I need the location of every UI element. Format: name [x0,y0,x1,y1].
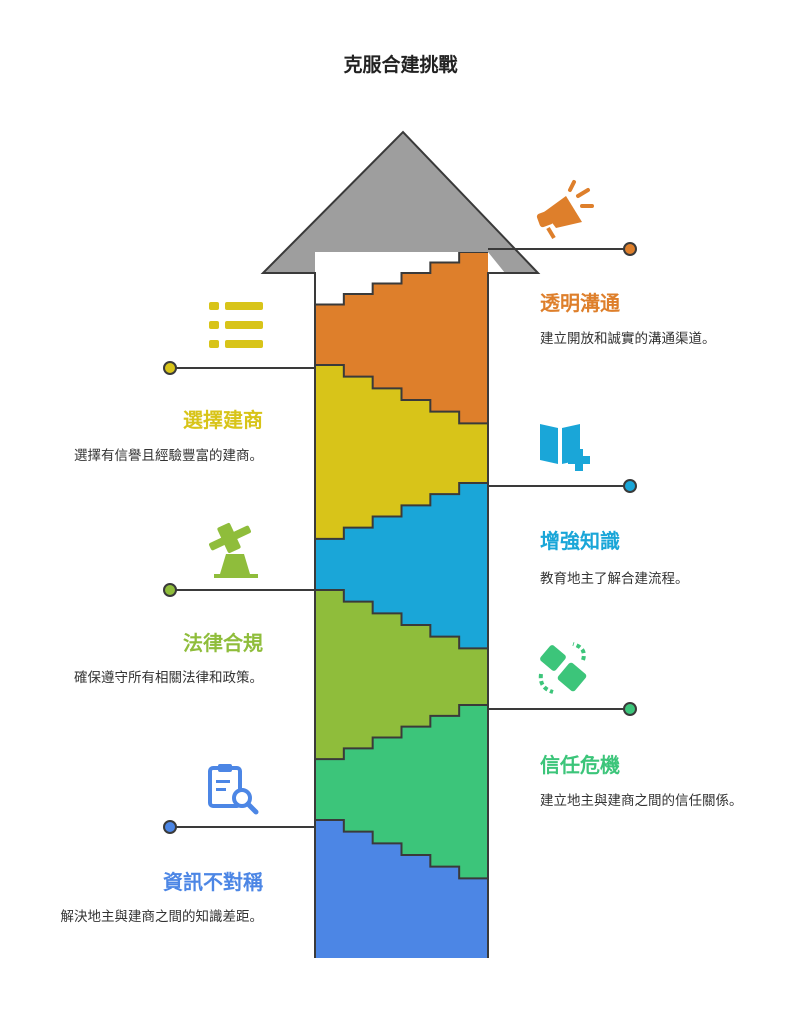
stair-line [314,704,488,770]
step-desc-trust-crisis: 建立地主與建商之間的信任關係。 [540,793,743,809]
arrow-band [315,252,488,435]
stair-line [314,251,488,315]
arrow-band [315,365,488,550]
stair-line [315,589,489,660]
step-label-choose-developer: 選擇建商 [183,408,263,432]
stair-line [315,364,489,435]
megaphone-icon [536,180,594,240]
step-label-trust-crisis: 信任危機 [540,753,620,777]
step-desc-enhance-knowledge: 教育地主了解合建流程。 [540,571,689,587]
stair-line [315,819,489,890]
connector-dot [623,702,637,716]
connector-dot [163,820,177,834]
list-icon [209,302,263,348]
connector-dot [623,242,637,256]
connector-dot [163,583,177,597]
handshake-icon [538,642,587,694]
arrow-outline [260,130,541,958]
clipboard-search-icon [208,764,259,815]
step-desc-legal-compliance: 確保遵守所有相關法律和政策。 [74,670,263,686]
step-desc-choose-developer: 選擇有信譽且經驗豐富的建商。 [74,448,263,464]
connector-dot [163,361,177,375]
step-label-transparent-communication: 透明溝通 [540,291,620,315]
step-label-enhance-knowledge: 增強知識 [540,529,620,553]
step-label-legal-compliance: 法律合規 [183,631,263,655]
arrow-head [263,132,538,273]
stair-line [314,482,488,550]
connector-dot [623,479,637,493]
gavel-icon [209,523,258,578]
step-label-information-asymmetry: 資訊不對稱 [163,870,263,894]
arrow-band [315,820,488,958]
arrow-band [315,483,488,660]
step-desc-information-asymmetry: 解決地主與建商之間的知識差距。 [60,909,264,925]
diagram-title: 克服合建挑戰 [343,54,458,76]
arrow-band [315,705,488,890]
step-desc-transparent-communication: 建立開放和誠實的溝通渠道。 [540,331,716,347]
arrow-band [315,590,488,770]
book-plus-icon [540,424,590,471]
